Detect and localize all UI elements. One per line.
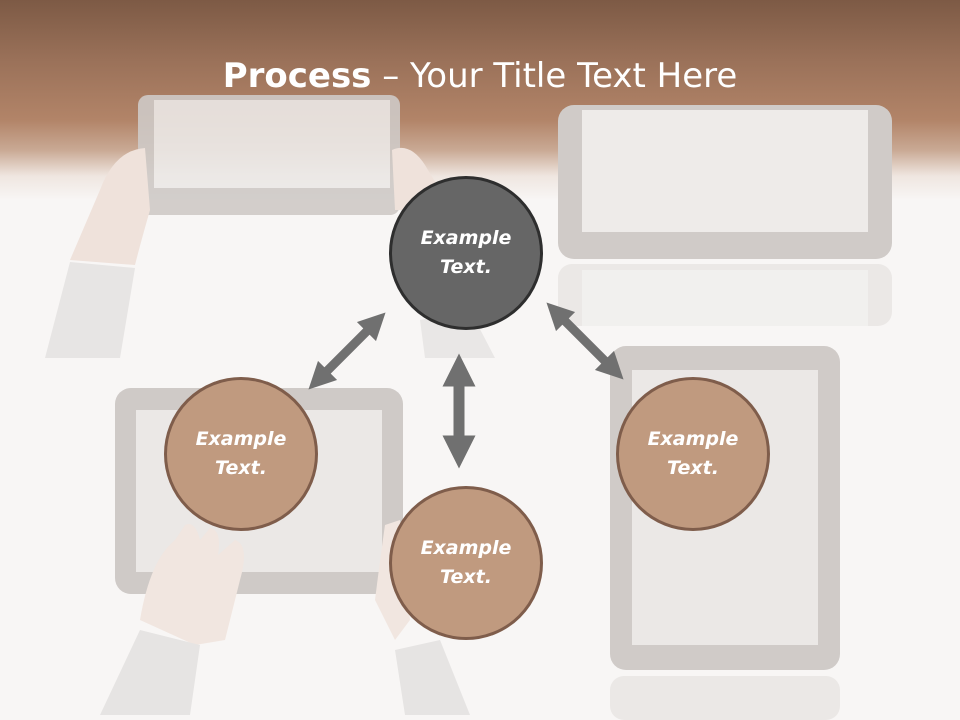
title-bold: Process [222,56,372,96]
node-left: Example Text. [164,377,318,531]
node-right-label: Example Text. [647,428,739,479]
tablet-top-left [138,95,400,215]
arrow-top-right [546,302,624,380]
sleeve-left [100,630,200,715]
title-rest: – Your Title Text Here [371,56,738,96]
hand-top-left [70,148,150,265]
node-bottom-label: Example Text. [420,537,512,588]
node-right: Example Text. [616,377,770,531]
node-left-label: Example Text. [195,428,287,479]
slide-title: Process – Your Title Text Here [0,54,960,98]
hand-left [140,524,244,645]
sleeve-top-left [45,262,135,358]
sleeve-bottom [395,640,470,715]
tablet-top-right [558,105,892,326]
arrow-top-left [308,312,386,390]
node-top: Example Text. [389,176,543,330]
node-top-label: Example Text. [420,227,512,278]
node-bottom: Example Text. [389,486,543,640]
